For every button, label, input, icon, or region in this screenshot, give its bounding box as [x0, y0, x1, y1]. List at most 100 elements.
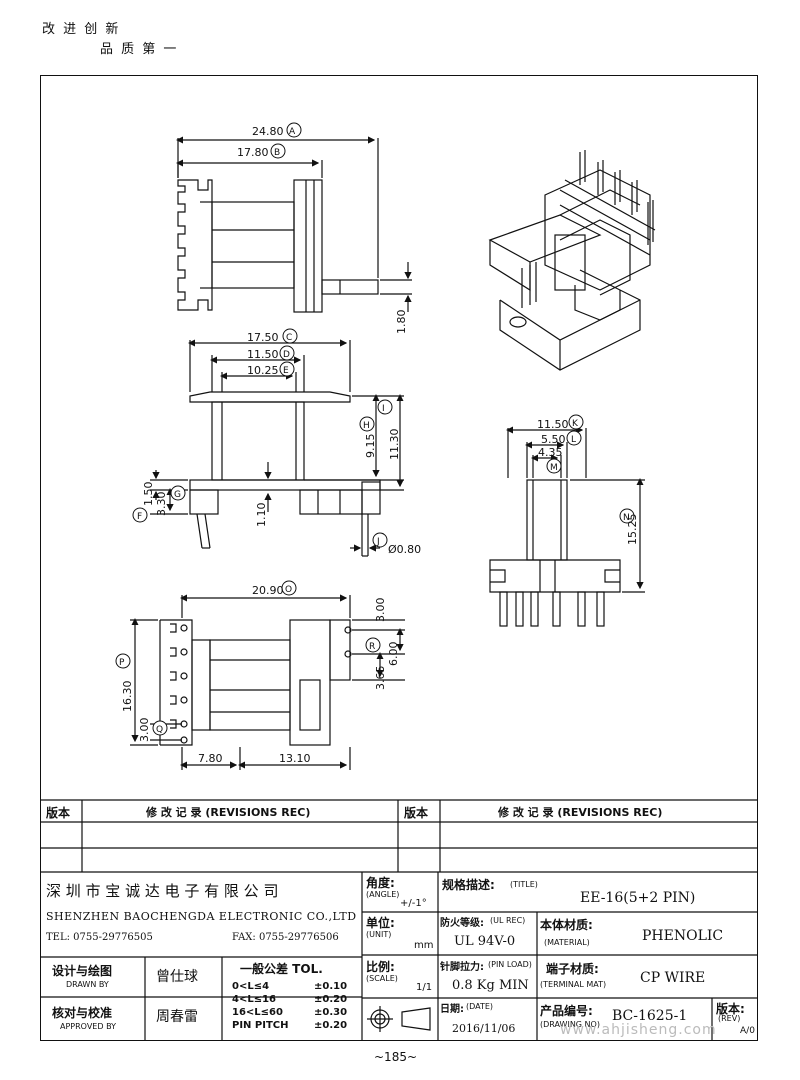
- tag-l: L: [571, 435, 576, 445]
- dim-a: 24.80: [252, 125, 284, 138]
- dim-365: 3.65: [374, 666, 387, 691]
- tolerance-row: 0<L≤4±0.10: [232, 981, 348, 992]
- unit-label: 单位:: [366, 916, 395, 930]
- drawn-by-label-en: DRAWN BY: [66, 980, 109, 989]
- dim-780: 7.80: [198, 752, 223, 765]
- scale-value: 1/1: [416, 982, 433, 993]
- dim-o: 20.90: [252, 584, 284, 597]
- tag-b: B: [274, 148, 280, 158]
- scale-label-en: (SCALE): [366, 974, 398, 983]
- material-label: 本体材质:: [540, 918, 593, 932]
- tag-f: F: [137, 512, 142, 522]
- isometric-view: [488, 150, 656, 371]
- dim-1310: 13.10: [279, 752, 311, 765]
- title-label: 规格描述:: [442, 878, 495, 892]
- tag-d: D: [283, 350, 290, 360]
- company-name-cn: 深 圳 市 宝 诚 达 电 子 有 限 公 司: [46, 882, 279, 900]
- date-label: 日期:: [440, 1004, 464, 1015]
- drawno-value: BC-1625-1: [612, 1008, 688, 1024]
- date-value: 2016/11/06: [452, 1022, 516, 1035]
- tolerance-row: 16<L≤60±0.30: [232, 1007, 348, 1018]
- drawing-frame: [40, 75, 758, 1041]
- watermark-text: www.ahjisheng.com: [560, 1022, 717, 1038]
- ul-label: 防火等级:: [440, 918, 484, 929]
- title-label-en: (TITLE): [510, 880, 538, 889]
- dim-j: Ø0.80: [388, 543, 421, 556]
- tag-g: G: [174, 490, 181, 500]
- title-value: EE-16(5+2 PIN): [580, 890, 696, 906]
- tag-k: K: [572, 419, 579, 429]
- dim-c: 17.50: [247, 331, 279, 344]
- dim-e: 10.25: [247, 364, 279, 377]
- dim-n: 15.25: [626, 514, 639, 546]
- tag-q: Q: [156, 725, 163, 735]
- ul-label-en: (UL REC): [490, 916, 526, 925]
- tag-n: N: [623, 513, 630, 523]
- approved-by-name: 周春雷: [156, 1009, 198, 1025]
- tag-i: I: [382, 404, 385, 414]
- dim-h: 9.15: [364, 434, 377, 459]
- dim-l: 5.50: [541, 433, 566, 446]
- tolerance-title: 一般公差 TOL.: [240, 962, 323, 976]
- slogan-line-2: 品 质 第 一: [100, 42, 179, 57]
- dim-g: 3.30: [155, 492, 168, 517]
- rev-label-en: (REV): [718, 1014, 741, 1023]
- dim-k: 11.50: [537, 418, 569, 431]
- unit-label-en: (UNIT): [366, 930, 392, 939]
- technical-drawing: 24.80 A 17.80 B 1.80 17.50 C 11.50 D 10.…: [115, 122, 656, 770]
- pinload-label-en: (PIN LOAD): [488, 960, 532, 969]
- slogan-line-1: 改 进 创 新: [42, 22, 121, 37]
- drawno-label-en: (DRAWING NO): [540, 1020, 600, 1029]
- tag-a: A: [289, 127, 296, 137]
- terminal-label: 端子材质:: [546, 962, 599, 976]
- page-number: ~185~: [374, 1050, 418, 1064]
- dim-r: 6.00: [387, 642, 400, 667]
- rev-col-version-right: 版本: [404, 806, 429, 820]
- dim-d: 11.50: [247, 348, 279, 361]
- dim-i: 11.30: [388, 429, 401, 461]
- drawn-by-label: 设计与绘图: [52, 964, 113, 978]
- tolerance-row: PIN PITCH±0.20: [232, 1020, 348, 1031]
- tag-e: E: [283, 366, 289, 376]
- rev-col-record-left: 修 改 记 录 (REVISIONS REC): [146, 806, 311, 819]
- angle-label-en: (ANGLE): [366, 890, 400, 899]
- dim-p: 16.30: [121, 681, 134, 713]
- pinload-label: 针脚拉力:: [440, 962, 484, 973]
- tag-o: O: [285, 585, 292, 595]
- scale-label: 比例:: [366, 960, 395, 974]
- angle-value: +/-1°: [400, 898, 427, 909]
- tag-j: J: [376, 537, 380, 547]
- tag-c: C: [286, 333, 292, 343]
- side-view: [489, 426, 645, 627]
- tolerance-table: 0<L≤4±0.10 4<L≤16±0.20 16<L≤60±0.30 PIN …: [232, 980, 347, 1032]
- top-view: [176, 136, 412, 313]
- tolerance-row: 4<L≤16±0.20: [232, 994, 348, 1005]
- dim-q: 3.00: [138, 718, 151, 743]
- company-fax: FAX: 0755-29776506: [232, 932, 339, 943]
- material-label-en: (MATERIAL): [544, 938, 590, 947]
- rev-label: 版本:: [716, 1002, 745, 1016]
- terminal-value: CP WIRE: [640, 970, 706, 986]
- tag-r: R: [369, 642, 375, 652]
- dim-300: 3.00: [374, 598, 387, 623]
- front-view: [150, 339, 404, 557]
- material-value: PHENOLIC: [642, 928, 724, 944]
- dim-110: 1.10: [255, 503, 268, 528]
- dim-m: 4.35: [538, 446, 563, 459]
- drawno-label: 产品编号:: [540, 1004, 593, 1018]
- tag-m: M: [550, 463, 558, 473]
- company-name-en: SHENZHEN BAOCHENGDA ELECTRONIC CO.,LTD: [46, 910, 357, 923]
- ul-value: UL 94V-0: [454, 934, 516, 949]
- unit-value: mm: [414, 940, 434, 951]
- approved-by-label-en: APPROVED BY: [60, 1022, 117, 1031]
- rev-col-version-left: 版本: [46, 806, 71, 820]
- bottom-view: [130, 594, 405, 770]
- drawn-by-name: 曾仕球: [156, 969, 198, 985]
- terminal-label-en: (TERMINAL MAT): [540, 980, 607, 989]
- dim-f: 1.50: [142, 482, 155, 507]
- angle-label: 角度:: [366, 876, 395, 890]
- dim-b: 17.80: [237, 146, 269, 159]
- rev-col-record-right: 修 改 记 录 (REVISIONS REC): [498, 806, 663, 819]
- pinload-value: 0.8 Kg MIN: [452, 978, 529, 993]
